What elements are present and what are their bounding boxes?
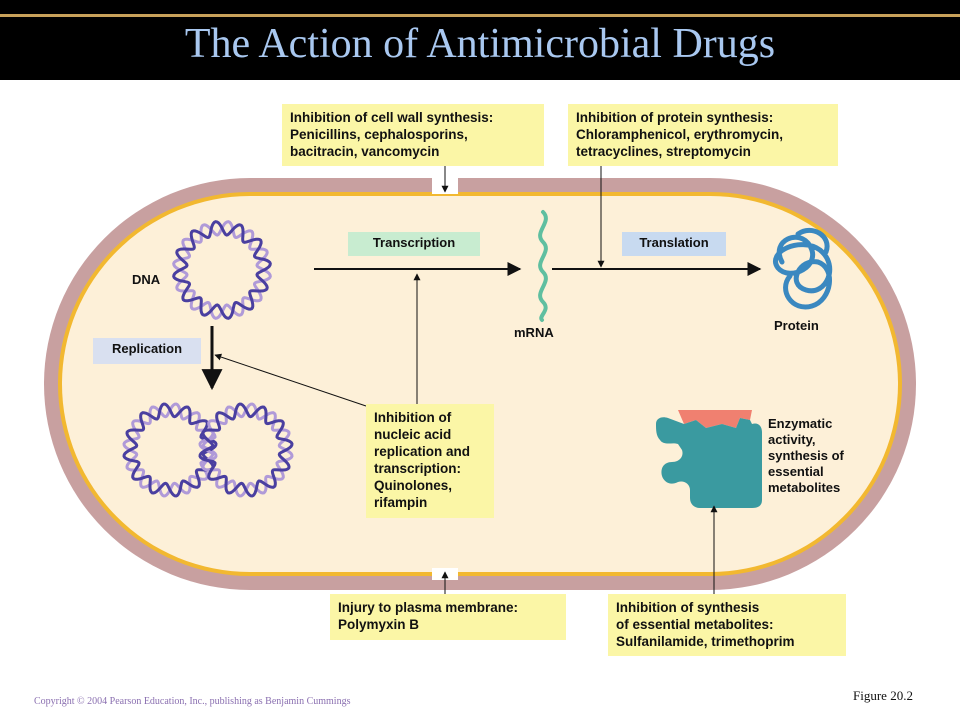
- metabolite-inhibition-box: Inhibition of synthesis of essential met…: [608, 594, 846, 656]
- protein-label: Protein: [774, 318, 819, 333]
- page-title: The Action of Antimicrobial Drugs: [184, 21, 776, 67]
- dna-replicated-right: [198, 402, 294, 498]
- title-bar: The Action of Antimicrobial Drugs: [0, 0, 960, 80]
- dna-replicated-left: [122, 402, 218, 498]
- dna-strand-dark: [122, 402, 218, 498]
- dna-label: DNA: [132, 272, 161, 287]
- plasma-membrane-injury-box: Injury to plasma membrane: Polymyxin B: [330, 594, 566, 640]
- mrna-label: mRNA: [514, 325, 554, 340]
- dna-circle: [172, 220, 272, 320]
- transcription-tag: Transcription: [348, 232, 480, 256]
- figure-label: Figure 20.2: [853, 688, 913, 703]
- copyright-notice: Copyright © 2004 Pearson Education, Inc.…: [34, 696, 351, 707]
- translation-tag: Translation: [622, 232, 726, 256]
- protein-icon: [773, 227, 833, 310]
- cell-wall-inhibition-box: Inhibition of cell wall synthesis: Penic…: [282, 104, 544, 166]
- protein-synthesis-inhibition-box: Inhibition of protein synthesis: Chloram…: [568, 104, 838, 166]
- replication-tag: Replication: [93, 338, 201, 364]
- dna-strand-dark: [172, 220, 272, 320]
- nucleic-acid-inhibition-box: Inhibition of nucleic acid replication a…: [366, 404, 494, 518]
- title-bar-accent-line: [0, 14, 960, 17]
- enzymatic-activity-label: Enzymatic activity, synthesis of essenti…: [768, 416, 844, 495]
- replication-inhibition-pointer: [214, 353, 367, 407]
- enzyme-icon: [656, 410, 762, 508]
- dna-strand-dark: [198, 402, 294, 498]
- mrna-strand: [538, 210, 548, 322]
